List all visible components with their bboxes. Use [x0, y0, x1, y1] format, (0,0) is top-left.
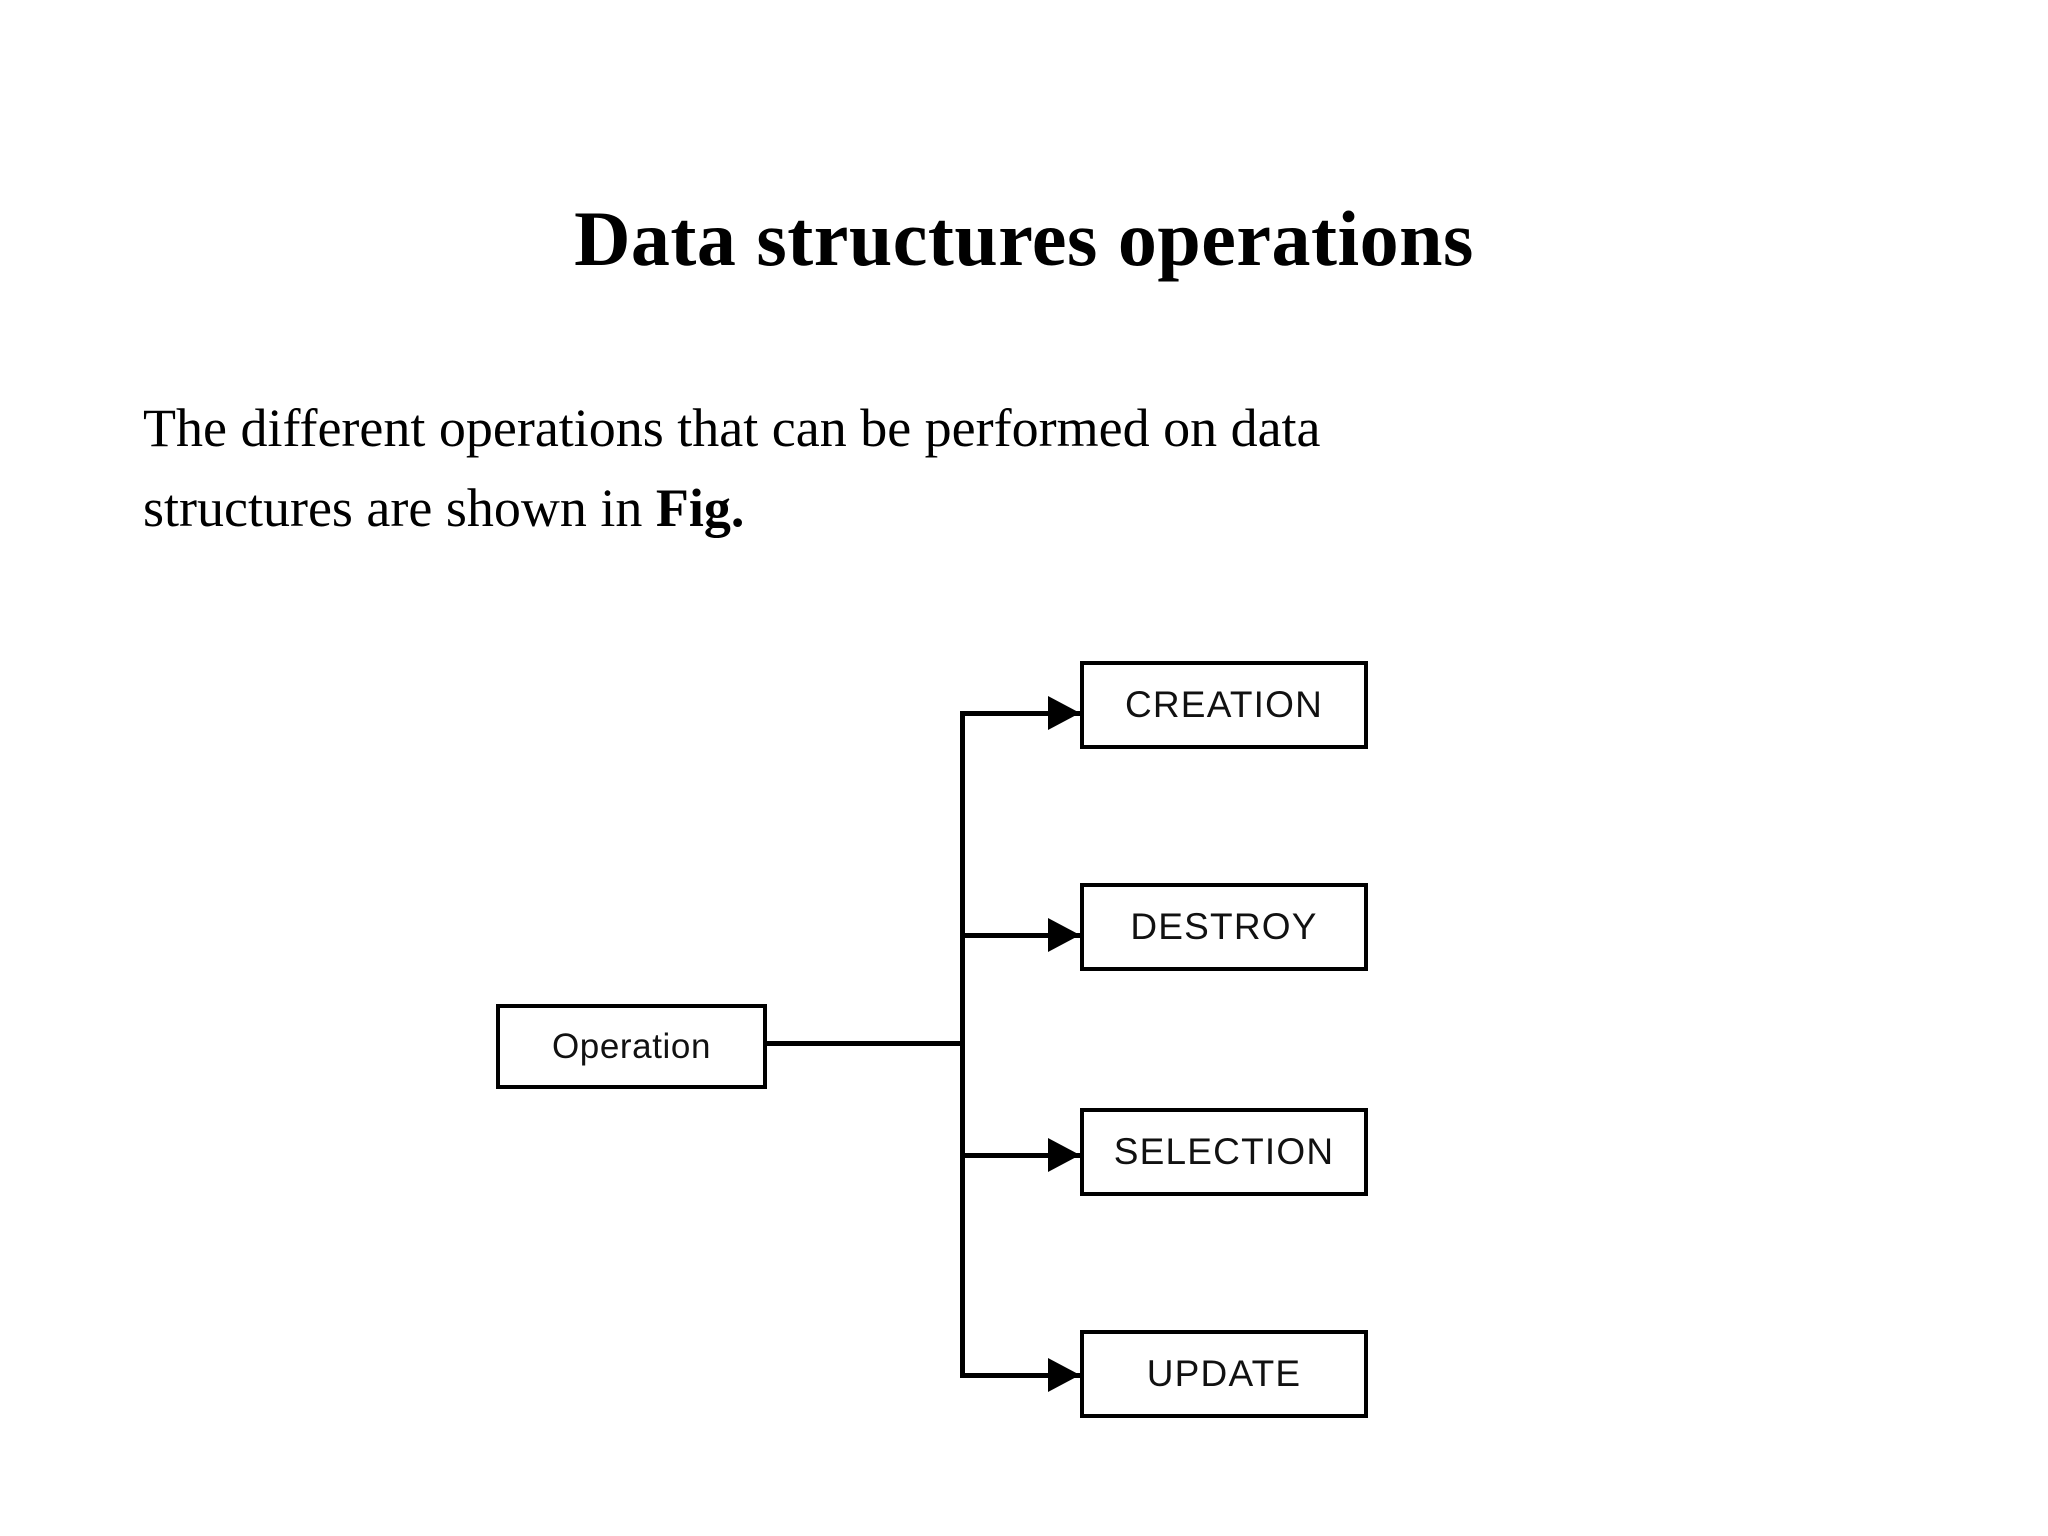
- page-title: Data structures operations: [574, 195, 1474, 282]
- connector-branch-selection: [960, 1153, 1082, 1158]
- node-creation[interactable]: CREATION: [1080, 661, 1368, 749]
- body-line-1: The different operations that can be per…: [143, 398, 1321, 458]
- connector-branch-creation: [960, 711, 1082, 716]
- node-destroy[interactable]: DESTROY: [1080, 883, 1368, 971]
- arrowhead-destroy-icon: [1048, 918, 1080, 952]
- connector-root-stem: [765, 1041, 965, 1046]
- body-line-2-prefix: structures are shown in: [143, 478, 656, 538]
- arrowhead-update-icon: [1048, 1358, 1080, 1392]
- node-selection[interactable]: SELECTION: [1080, 1108, 1368, 1196]
- arrowhead-selection-icon: [1048, 1138, 1080, 1172]
- body-paragraph: The different operations that can be per…: [143, 388, 1703, 548]
- node-update[interactable]: UPDATE: [1080, 1330, 1368, 1418]
- connector-branch-update: [960, 1373, 1082, 1378]
- node-operation[interactable]: Operation: [496, 1004, 767, 1089]
- connector-trunk: [960, 711, 965, 1378]
- arrowhead-creation-icon: [1048, 696, 1080, 730]
- body-line-2-emphasis: Fig.: [655, 478, 745, 538]
- connector-branch-destroy: [960, 933, 1082, 938]
